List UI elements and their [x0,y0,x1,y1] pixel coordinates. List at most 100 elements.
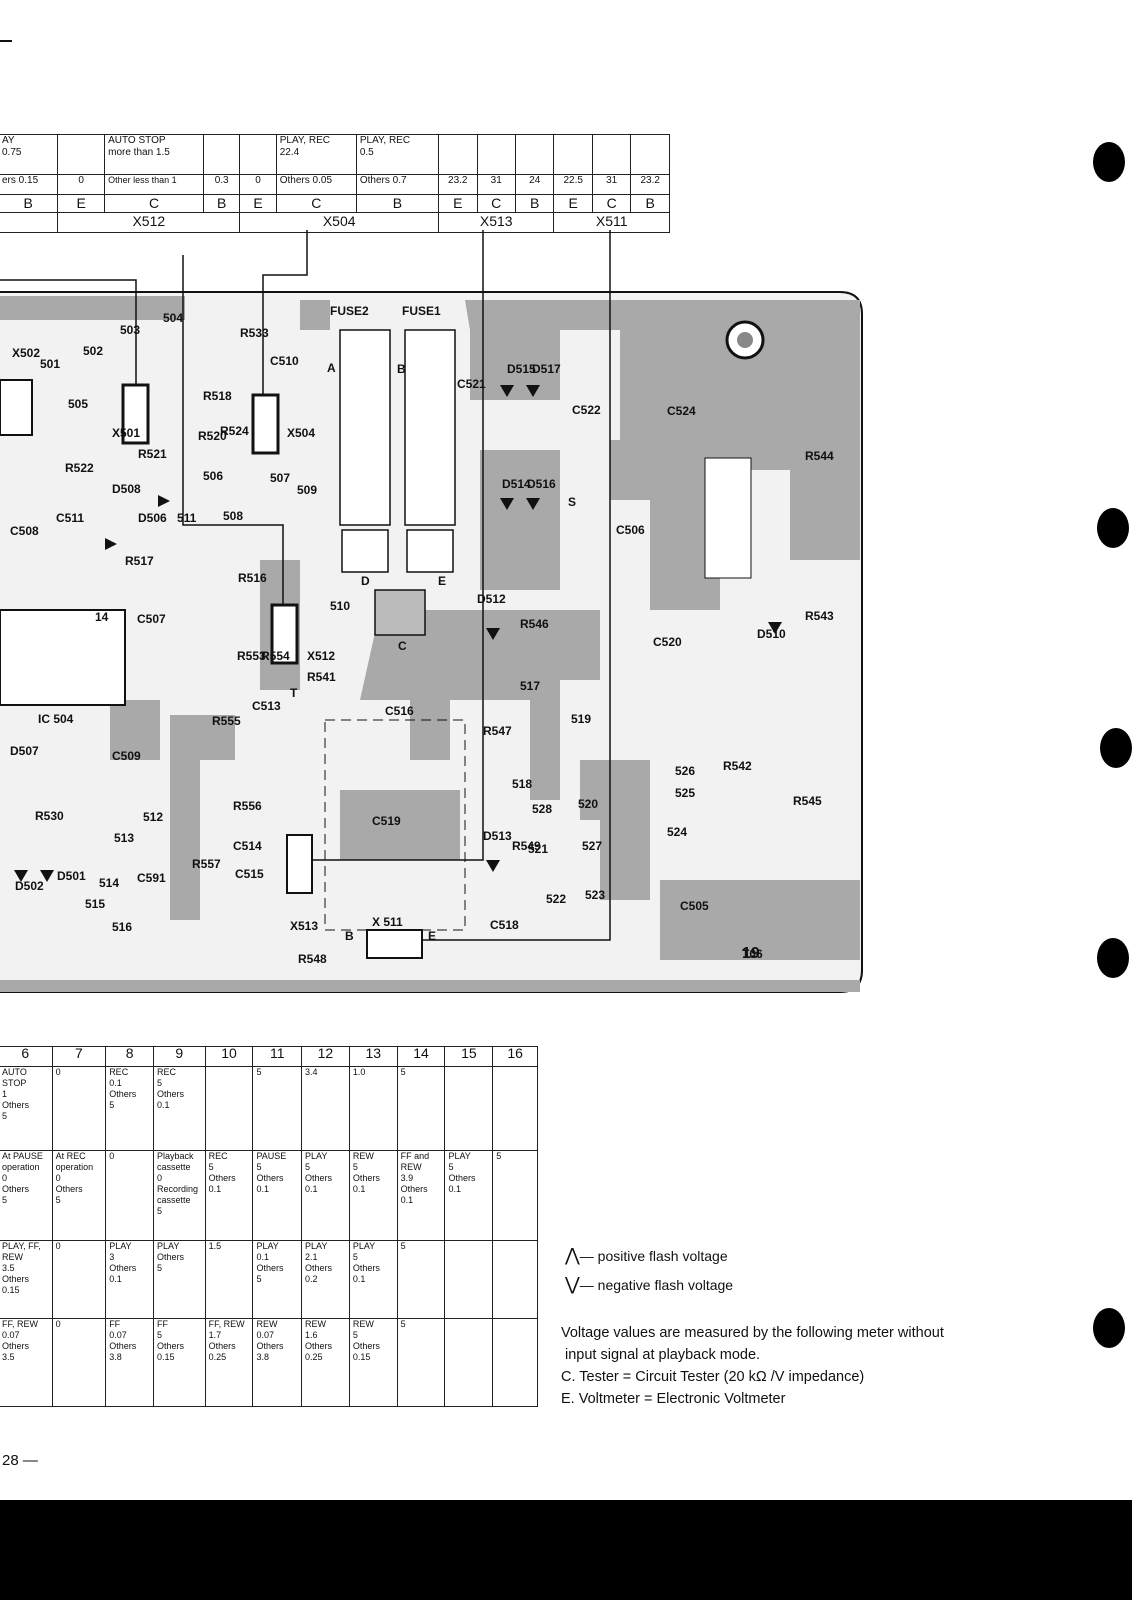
pcb-label: 514 [99,876,119,890]
pcb-label: C516 [385,704,414,718]
pcb-label: 523 [585,888,605,902]
pcb-label: 505 [68,397,88,411]
pin-header: 8 [105,1046,154,1067]
voltage-cell: 3.4 [301,1066,350,1151]
voltage-cell: 5 [492,1150,538,1241]
pcb-label: E [428,929,436,943]
voltage-cell [444,1066,494,1151]
pcb-label: 528 [532,802,552,816]
pcb-label: R557 [192,857,221,871]
terminal-cell: E [239,194,277,213]
voltage-cell: 0 [105,1150,154,1241]
x513 [286,834,313,894]
pcb-label: C506 [616,523,645,537]
pcb-label: FUSE2 [330,304,369,318]
pcb-label: 509 [297,483,317,497]
pcb-label: 502 [83,344,103,358]
pcb-label: 517 [520,679,540,693]
pcb-label: C521 [457,377,486,391]
top-cell: 0 [239,174,277,195]
pcb-label: R555 [212,714,241,728]
punch-hole [1097,508,1129,548]
top-cell [553,134,593,175]
voltage-cell: 5 [396,1240,446,1319]
pcb-label: 513 [114,831,134,845]
pcb-label: R544 [805,449,834,463]
voltage-cell: REC 5 Others 0.1 [204,1150,254,1241]
voltage-cell: PLAY 5 Others 0.1 [301,1150,350,1241]
pcb-label: R545 [793,794,822,808]
pcb-label: R530 [35,809,64,823]
pcb-label: R522 [65,461,94,475]
voltage-cell [492,1066,538,1151]
voltage-cell: 5 [252,1066,303,1151]
pcb-label: 506 [203,469,223,483]
pcb-label: C524 [667,404,696,418]
pcb-label: C510 [270,354,299,368]
board-id-label: 19 [742,945,760,962]
pcb-label: 512 [143,810,163,824]
pcb-label: R541 [307,670,336,684]
pcb-label: 525 [675,786,695,800]
x501 [121,383,150,445]
terminal-cell: C [591,194,632,213]
pcb-label: 507 [270,471,290,485]
terminal-cell: C [275,194,357,213]
pin-header: 6 [0,1046,53,1067]
positive-legend-text: — positive flash voltage [579,1248,728,1264]
top-cell [239,134,277,175]
flash-voltage-legend: ⋀— positive flash voltage ⋁— negative fl… [565,1245,733,1295]
pcb-label: C514 [233,839,262,853]
x511 [366,929,423,959]
terminal-cell: B [0,194,59,213]
pcb-label: C520 [653,635,682,649]
pcb-label: 504 [163,311,183,325]
pin-header: 15 [444,1046,494,1067]
pcb-label: D510 [757,627,786,641]
pin-header: 7 [51,1046,107,1067]
pcb-label: D507 [10,744,39,758]
top-cell [514,134,555,175]
pcb-label: 516 [112,920,132,934]
negative-legend: ⋁— negative flash voltage [565,1274,734,1294]
top-cell [57,134,106,175]
voltage-cell: PLAY 3 Others 0.1 [105,1240,154,1319]
top-cell: AY 0.75 [0,134,59,175]
terminal-cell: C [104,194,204,213]
group-cell: X511 [553,212,670,233]
voltage-cell: 1.0 [348,1066,398,1151]
group-cell [0,212,58,233]
terminal-cell: E [553,194,593,213]
pcb-label: R518 [203,389,232,403]
pcb-label: C507 [137,612,166,626]
top-cell: 23.2 [438,174,478,195]
pcb-label: D517 [532,362,561,376]
pcb-label: C [398,639,407,653]
pcb-label: R554 [261,649,290,663]
pcb-label: A [327,361,336,375]
pcb-label: D516 [527,477,556,491]
pin-header: 16 [492,1046,538,1067]
pcb-label: 522 [546,892,566,906]
voltage-cell: AUTO STOP 1 Others 5 [0,1066,53,1151]
pcb-label: R548 [298,952,327,966]
punch-hole [1100,728,1132,768]
pcb-label: R546 [520,617,549,631]
pcb-label: R549 [512,839,541,853]
ic504 [0,609,126,706]
voltage-cell: 0 [51,1318,107,1407]
voltage-cell: 0 [51,1066,107,1151]
top-cell: 31 [476,174,516,195]
page-number: 28 — [2,1452,38,1469]
pcb-label: B [345,929,354,943]
pcb-label: S [568,495,576,509]
group-cell: X504 [239,212,440,233]
pin-header: 10 [204,1046,254,1067]
voltage-cell: REC 0.1 Others 5 [105,1066,154,1151]
punch-hole [1093,142,1125,182]
top-cell [591,134,632,175]
voltage-cell: At REC operation 0 Others 5 [51,1150,107,1241]
pcb-label: R542 [723,759,752,773]
pcb-label: R517 [125,554,154,568]
